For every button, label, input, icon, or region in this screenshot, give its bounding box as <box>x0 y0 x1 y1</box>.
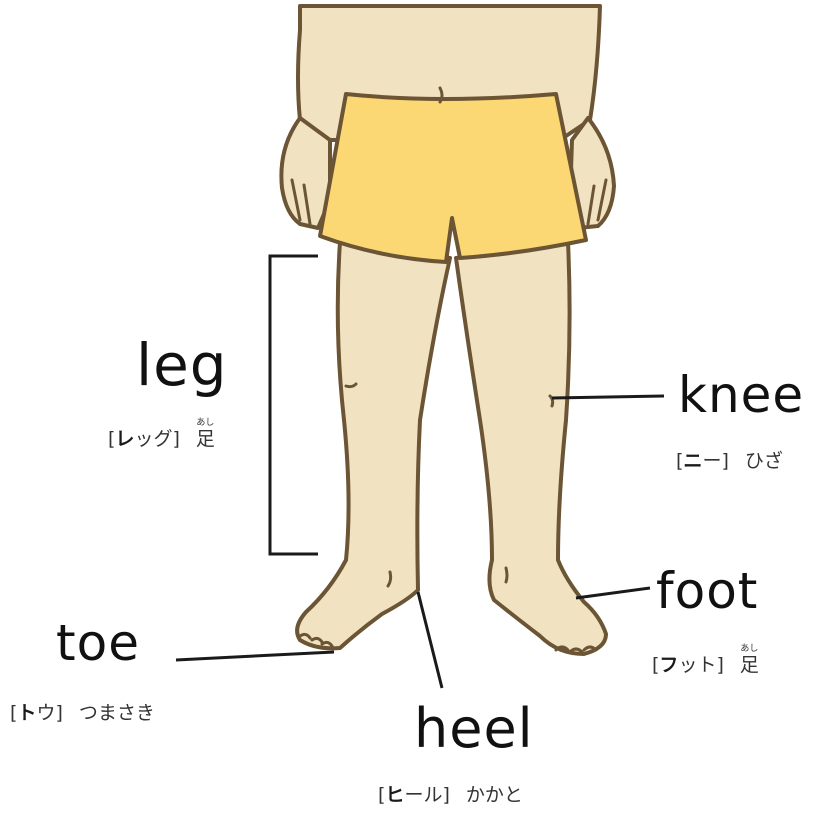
reading-toe-kana-bold: ト <box>17 702 36 724</box>
reading-knee: [ニー]ひざ <box>676 452 783 471</box>
reading-foot-kanji-wrap: あし足 <box>740 656 759 675</box>
reading-leg-close: ] <box>172 428 179 450</box>
term-knee: knee <box>678 370 804 420</box>
reading-heel-kana-bold: ヒ <box>385 784 404 806</box>
reading-knee-kana-bold: ニ <box>683 450 702 472</box>
toe-leader <box>176 652 334 660</box>
reading-leg: [レッグ]あし足 <box>108 430 215 449</box>
shorts <box>320 94 586 262</box>
reading-foot-close: ] <box>716 654 723 676</box>
reading-leg-kanji: 足 <box>196 428 215 450</box>
reading-heel: [ヒール]かかと <box>378 786 523 805</box>
reading-toe: [トウ]つまさき <box>10 704 155 723</box>
reading-heel-japanese: かかと <box>466 784 523 806</box>
reading-leg-furigana: あし <box>196 419 214 428</box>
reading-knee-japanese: ひざ <box>745 450 783 472</box>
right-leg <box>456 242 606 654</box>
knee-leader <box>552 396 664 398</box>
reading-foot: [フット]あし足 <box>652 656 759 675</box>
reading-foot-kana: ット <box>678 654 716 676</box>
reading-leg-kanji-wrap: あし足 <box>196 430 215 449</box>
reading-heel-kana: ール <box>404 784 442 806</box>
term-leg: leg <box>136 336 228 394</box>
left-leg <box>297 242 450 648</box>
reading-knee-close: ] <box>721 450 728 472</box>
reading-toe-close: ] <box>55 702 62 724</box>
reading-toe-japanese: つまさき <box>79 702 155 724</box>
heel-leader <box>418 592 442 688</box>
reading-foot-furigana: あし <box>740 645 758 654</box>
reading-leg-kana-bold: レ <box>115 428 134 450</box>
foot-leader <box>576 588 650 598</box>
reading-foot-kanji: 足 <box>740 654 759 676</box>
term-heel: heel <box>414 702 534 756</box>
reading-heel-close: ] <box>442 784 449 806</box>
term-toe: toe <box>56 618 140 668</box>
leg-bracket <box>270 256 318 554</box>
reading-foot-kana-bold: フ <box>659 654 678 676</box>
reading-toe-kana: ウ <box>36 702 55 724</box>
term-foot: foot <box>656 566 758 616</box>
reading-leg-kana: ッグ <box>134 428 172 450</box>
reading-knee-kana: ー <box>702 450 721 472</box>
